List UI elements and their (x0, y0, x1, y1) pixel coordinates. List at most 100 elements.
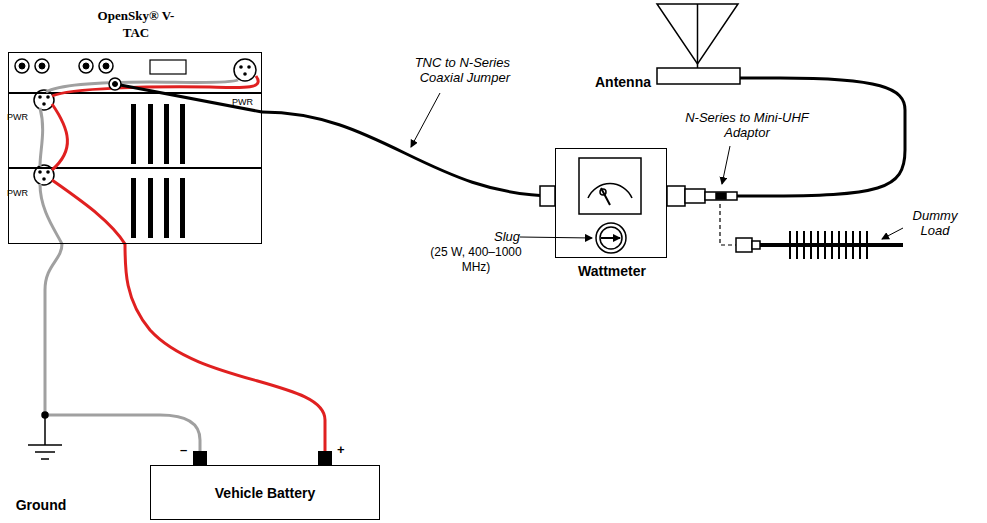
rack-illustration-part-part (131, 178, 136, 238)
rack-illustration-part (103, 63, 109, 69)
dummy-load-illustration-part-part (845, 231, 847, 259)
rack-illustration-part (109, 78, 121, 90)
power-port-label: PWR (232, 95, 258, 110)
rack-illustration-part (115, 84, 262, 112)
rack-illustration-part-part (42, 177, 46, 181)
slug-rating: (25 W, 400–1000 MHz) (430, 245, 522, 275)
wattmeter-illustration-part (716, 193, 726, 199)
dummy-load-illustration-part-part (852, 231, 854, 259)
dummy-load-illustration-part-part (796, 231, 798, 259)
rack-illustration-part (38, 65, 251, 181)
ground-symbol-part (41, 458, 49, 460)
rack-illustration-part (150, 60, 186, 74)
rack-illustration-part (15, 59, 29, 73)
rack-illustration-part (34, 165, 54, 185)
battery-terminals (193, 451, 332, 465)
leader-lines-part (722, 146, 730, 184)
wattmeter-box: Wattmeter (555, 148, 667, 258)
rack-illustration-part-part (38, 170, 42, 174)
power-wire-ground (45, 244, 200, 465)
rack-illustration-part (99, 59, 113, 73)
coax-cable (262, 112, 555, 196)
antenna-illustration (657, 4, 740, 84)
rack-illustration-part-part (180, 104, 185, 164)
ground-symbol-part (44, 415, 46, 445)
rack-illustration-part-part (42, 102, 46, 106)
wattmeter-illustration-part (667, 186, 685, 206)
wattmeter-illustration-part (685, 189, 705, 203)
rack-illustration-part-part (239, 65, 243, 69)
ground-label: Ground (6, 498, 76, 513)
dummy-load-illustration-part (752, 241, 760, 249)
rack-illustration-part (52, 104, 67, 170)
wattmeter-illustration (540, 158, 737, 253)
battery-terminals-part (193, 451, 207, 465)
terminal-sign: + (337, 442, 351, 457)
dummy-load-illustration-part-part (859, 231, 861, 259)
rack-illustration-part (79, 59, 93, 73)
battery-box: Vehicle Battery (150, 465, 380, 520)
dummy-load-illustration-part-part (817, 231, 819, 259)
rack-illustration-part (83, 63, 89, 69)
dummy-load-illustration-part-part (789, 231, 791, 259)
dummy-load-callout: Dummy Load (905, 208, 965, 238)
rack-illustration-part-part (131, 104, 136, 164)
node-body: Vehicle Battery (151, 466, 379, 519)
wattmeter-illustration-part (588, 184, 632, 198)
dummy-load-illustration-part (720, 204, 736, 245)
wattmeter-illustration-part (601, 188, 610, 205)
rack-illustration-part (52, 180, 125, 244)
equipment-rack: OpenSky® V-TAC (8, 52, 262, 244)
wattmeter-illustration-part (600, 189, 606, 195)
rack-illustration-part (34, 90, 54, 110)
slug-callout: Slug (470, 229, 520, 244)
rack-illustration-part-part (180, 178, 185, 238)
wattmeter-illustration-part (596, 223, 626, 253)
leader-lines (411, 93, 903, 239)
wattmeter-illustration-part (601, 237, 620, 239)
terminal-sign: – (180, 442, 192, 457)
dummy-load-illustration-part-part (866, 231, 868, 259)
rack-illustration-part-part (243, 72, 247, 76)
equipment-title: OpenSky® V-TAC (86, 7, 186, 41)
dummy-load-illustration-part (790, 231, 867, 259)
rack-illustration-part-part (164, 178, 169, 238)
antenna: Antenna (655, 2, 740, 86)
dummy-load-illustration-part-part (810, 231, 812, 259)
rack-illustration-part (131, 104, 185, 238)
rack-illustration-part (8, 92, 262, 94)
rack-illustration-part (19, 63, 25, 69)
ground-symbol-part (35, 451, 55, 453)
wattmeter-label: Wattmeter (546, 263, 678, 280)
cable-callout: TNC to N-Series Coaxial Jumper (385, 55, 510, 85)
rack-illustration-part-part (46, 170, 50, 174)
rack-illustration-part-part (247, 65, 251, 69)
rack-illustration-part (8, 167, 262, 169)
dummy-load-illustration-part (736, 238, 752, 252)
rack-illustration-part (35, 59, 49, 73)
rack-illustration-part-part (148, 104, 153, 164)
rack-illustration-part-part (164, 104, 169, 164)
power-port-label: PWR (7, 186, 33, 201)
power-port-label: PWR (7, 110, 33, 125)
leader-lines-part (411, 93, 440, 147)
rack-illustration-part-part (148, 178, 153, 238)
rack-illustration-part (234, 59, 256, 81)
dummy-load-illustration-part-part (824, 231, 826, 259)
wattmeter-illustration-part (540, 186, 555, 206)
antenna-illustration-part (697, 4, 699, 68)
antenna-illustration-part (657, 68, 740, 84)
coax-cable (667, 78, 905, 196)
leader-lines-part (882, 228, 903, 239)
wattmeter-illustration-part (600, 227, 622, 249)
rack-illustration-part (40, 108, 43, 166)
dummy-load-illustration-part-part (831, 231, 833, 259)
rack-illustration-part (40, 184, 62, 244)
wattmeter-illustration-part (579, 158, 641, 214)
rack-illustration-part-part (38, 95, 42, 99)
battery-label: Vehicle Battery (215, 485, 315, 501)
dummy-load-illustration-part-part (838, 231, 840, 259)
rack-illustration (8, 59, 262, 244)
leader-lines-part (520, 237, 592, 238)
antenna-label: Antenna (583, 74, 651, 91)
